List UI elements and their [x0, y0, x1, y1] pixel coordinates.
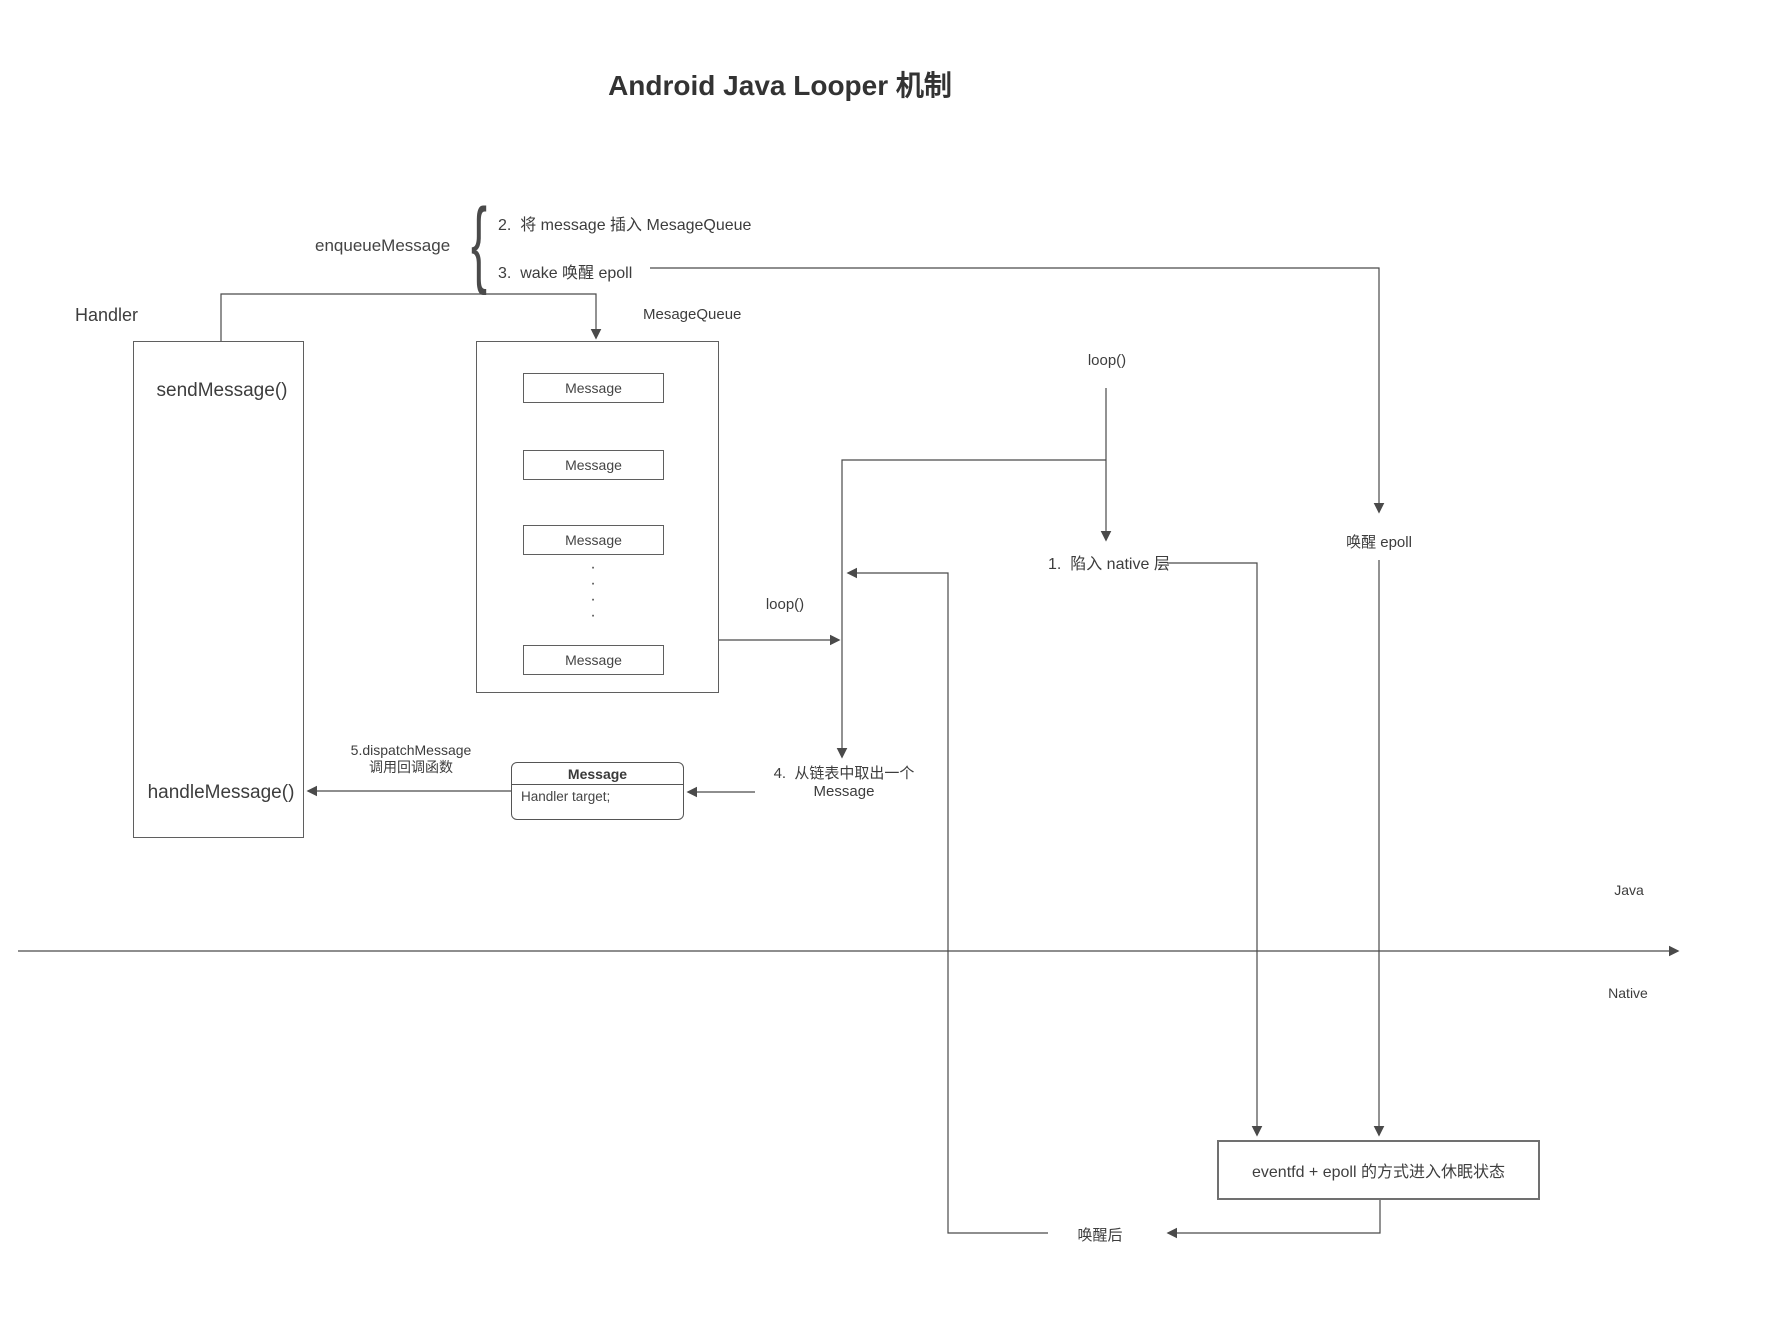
wake-epoll-label: 唤醒 epoll	[1346, 534, 1412, 551]
handler-label: Handler	[75, 305, 139, 325]
step4-take-label: 4. 从链表中取出一个 Message	[774, 765, 915, 801]
queue-message-2-label: Message	[565, 457, 622, 473]
message-queue-label: MesageQueue	[643, 306, 742, 323]
queue-message-1: Message	[523, 373, 664, 403]
step4-line2: Message	[813, 783, 875, 800]
step2-label: 2. 将 message 插入 MesageQueue	[498, 217, 752, 234]
wire-after-wake-left	[846, 567, 1048, 1234]
handler-box	[133, 341, 304, 838]
enqueue-message-label: enqueueMessage	[315, 236, 451, 255]
after-wake-label: 唤醒后	[1077, 1227, 1123, 1244]
send-message-label: sendMessage()	[156, 380, 288, 401]
message-detail-box: Message Handler target;	[511, 762, 684, 820]
queue-message-3: Message	[523, 525, 664, 555]
step5-dispatch-label: 5.dispatchMessage 调用回调函数	[351, 742, 472, 776]
queue-message-1-label: Message	[565, 380, 622, 396]
queue-message-4: Message	[523, 645, 664, 675]
wire-loop-branch	[836, 459, 1106, 759]
step1-native-label: 1. 陷入 native 层	[1048, 556, 1170, 573]
wire-wake-epoll-top	[650, 267, 1385, 514]
step5-line2: 调用回调函数	[368, 759, 453, 775]
wire-native-to-sleep	[1167, 562, 1263, 1137]
sleep-state-label: eventfd + epoll 的方式进入休眠状态	[1252, 1164, 1505, 1181]
wire-after-wake-right	[1166, 1200, 1381, 1239]
java-label: Java	[1614, 882, 1644, 898]
queue-message-4-label: Message	[565, 652, 622, 668]
queue-message-2: Message	[523, 450, 664, 480]
queue-ellipsis: · · · ·	[590, 559, 596, 624]
loop-top-label: loop()	[1087, 352, 1127, 369]
sleep-state-box: eventfd + epoll 的方式进入休眠状态	[1217, 1140, 1540, 1200]
queue-message-3-label: Message	[565, 532, 622, 548]
message-detail-header: Message	[512, 763, 683, 785]
step4-line1: 4. 从链表中取出一个	[773, 765, 915, 782]
diagram-title: Android Java Looper 机制	[608, 70, 952, 101]
loop-mid-label: loop()	[765, 596, 805, 613]
brace-glyph: {	[470, 189, 488, 296]
message-detail-field: Handler target;	[521, 789, 611, 804]
step3-label: 3. wake 唤醒 epoll	[498, 265, 633, 282]
handle-message-label: handleMessage()	[147, 782, 295, 803]
step5-line1: 5.dispatchMessage	[350, 742, 472, 758]
native-label: Native	[1608, 985, 1648, 1001]
